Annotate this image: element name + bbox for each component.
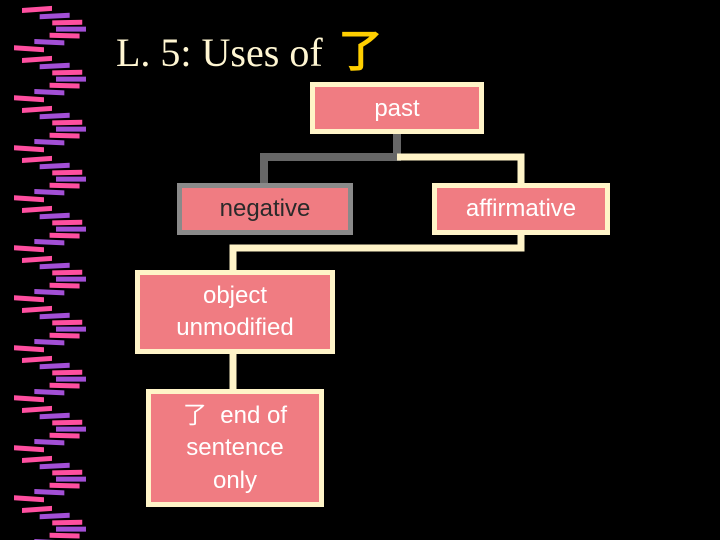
ribbon-segment — [56, 76, 86, 82]
ribbon-segment — [22, 405, 52, 413]
node-past-label: past — [374, 95, 420, 122]
ribbon-segment — [22, 355, 52, 363]
page-title: L. 5: Uses of 了 — [116, 22, 383, 82]
node-end-line1: 了 end of — [183, 399, 287, 432]
ribbon-segment — [14, 395, 44, 403]
ribbon-segment — [14, 45, 44, 53]
ribbon-segment — [49, 32, 80, 39]
ribbon-segment — [49, 282, 80, 289]
ribbon-segment — [49, 182, 80, 189]
ribbon-segment — [39, 512, 70, 520]
ribbon-segment — [22, 155, 52, 163]
ribbon-segment — [22, 255, 52, 263]
ribbon-segment — [56, 126, 86, 132]
ribbon-segment — [56, 376, 86, 382]
ribbon-segment — [34, 289, 65, 296]
node-affirmative: affirmative — [432, 183, 610, 235]
ribbon-segment — [34, 489, 65, 496]
node-object-line1: object — [202, 281, 268, 309]
ribbon-segment — [56, 476, 86, 482]
ribbon-segment — [39, 462, 70, 470]
ribbon-segment — [52, 419, 83, 426]
ribbon-segment — [49, 82, 80, 89]
connector-affirmative-object — [229, 234, 525, 272]
ribbon-segment — [56, 326, 86, 332]
ribbon-segment — [52, 269, 83, 276]
node-object-unmodified: object unmodified — [135, 270, 335, 354]
ribbon-segment — [22, 505, 52, 513]
node-past: past — [310, 82, 484, 134]
ribbon-segment — [34, 39, 65, 46]
node-end-text1: end of — [220, 401, 288, 429]
node-affirmative-label: affirmative — [465, 194, 577, 222]
ribbon-segment — [49, 132, 80, 139]
ribbon-segment — [22, 305, 52, 313]
ribbon-segment — [22, 205, 52, 213]
node-negative: negative — [177, 183, 353, 235]
ribbon-segment — [39, 62, 70, 70]
ribbon-segment — [39, 312, 70, 320]
ribbon-segment — [14, 195, 44, 203]
ribbon-segment — [14, 145, 44, 153]
ribbon-segment — [56, 226, 86, 232]
ribbon-segment — [22, 5, 52, 13]
ribbon-segment — [34, 189, 65, 196]
node-end-line3: only — [212, 466, 258, 494]
ribbon-segment — [14, 345, 44, 353]
ribbon-segment — [14, 95, 44, 103]
ribbon-segment — [49, 382, 80, 389]
ribbon-segment — [14, 445, 44, 453]
ribbon-segment — [34, 239, 65, 246]
ribbon-segment — [56, 276, 86, 282]
ribbon-segment — [14, 295, 44, 303]
ribbon-segment — [39, 162, 70, 170]
ribbon-segment — [52, 19, 83, 26]
node-end-of-sentence: 了 end of sentence only — [146, 389, 324, 507]
ribbon-segment — [56, 176, 86, 182]
node-object-line2: unmodified — [176, 314, 294, 341]
ribbon-segment — [39, 212, 70, 220]
ribbon-segment — [52, 119, 83, 126]
ribbon-segment — [39, 262, 70, 270]
ribbon-segment — [49, 232, 80, 239]
decorative-ribbon — [14, 5, 86, 540]
ribbon-segment — [14, 495, 44, 503]
ribbon-segment — [34, 139, 65, 146]
ribbon-segment — [52, 519, 83, 526]
ribbon-segment — [34, 389, 65, 396]
connector-past-negative — [260, 132, 401, 186]
ribbon-segment — [22, 105, 52, 113]
ribbon-segment — [49, 532, 80, 539]
ribbon-segment — [39, 362, 70, 370]
ribbon-segment — [56, 26, 86, 32]
ribbon-segment — [39, 12, 70, 20]
ribbon-segment — [22, 55, 52, 63]
ribbon-segment — [39, 412, 70, 420]
ribbon-segment — [56, 426, 86, 432]
ribbon-segment — [56, 526, 86, 532]
node-negative-label: negative — [219, 194, 311, 222]
ribbon-segment — [52, 169, 83, 176]
ribbon-segment — [52, 369, 83, 376]
ribbon-segment — [34, 89, 65, 96]
ribbon-segment — [49, 482, 80, 489]
ribbon-segment — [52, 319, 83, 326]
title-text: L. 5: Uses of — [116, 30, 323, 75]
ribbon-segment — [34, 439, 65, 446]
ribbon-segment — [49, 432, 80, 439]
ribbon-segment — [52, 69, 83, 76]
title-glyph: 了 — [338, 26, 383, 77]
ribbon-segment — [34, 339, 65, 346]
ribbon-segment — [52, 469, 83, 476]
node-end-line2: sentence — [186, 434, 284, 462]
connector-past-affirmative — [397, 153, 525, 186]
ribbon-segment — [14, 245, 44, 253]
ribbon-segment — [39, 112, 70, 120]
ribbon-segment — [22, 455, 52, 463]
ribbon-segment — [49, 332, 80, 339]
ribbon-segment — [52, 219, 83, 226]
node-end-glyph: 了 — [182, 400, 207, 429]
